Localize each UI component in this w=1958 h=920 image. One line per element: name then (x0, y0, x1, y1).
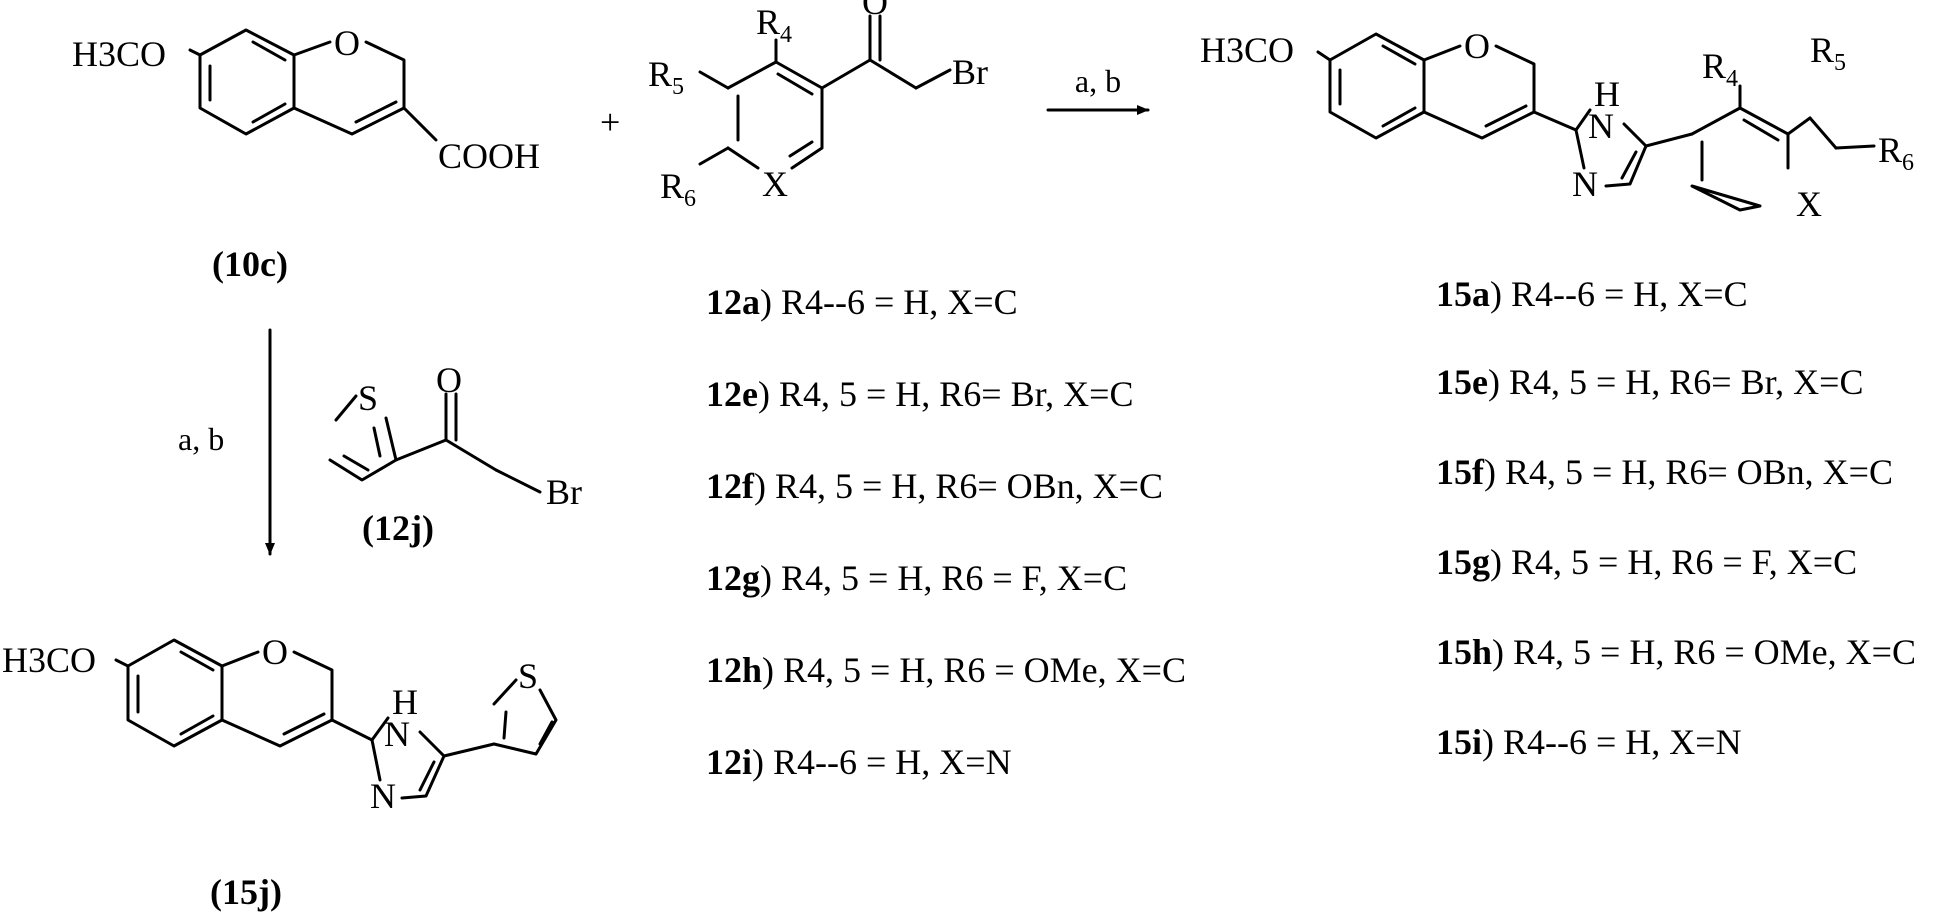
compound-12j-label: (12j) (362, 508, 434, 548)
methoxy-label: H3CO (1200, 30, 1294, 70)
series-12-item: 12h) R4, 5 = H, R6 = OMe, X=C (706, 650, 1186, 690)
imidazole-n-label: N (1572, 164, 1598, 204)
nh-hydrogen-label: H (1594, 74, 1620, 114)
nh-hydrogen-label: H (392, 682, 418, 722)
thiophene-sulfur-label: S (358, 378, 378, 418)
reagent-label-top: a, b (1075, 63, 1121, 99)
series-15-item: 15i) R4--6 = H, X=N (1436, 722, 1742, 762)
ring-oxygen-label: O (334, 23, 360, 63)
r4-label: R4 (1702, 46, 1738, 92)
r5-label: R5 (648, 54, 684, 100)
ring-atom-x-label: X (762, 164, 788, 204)
series-15-item: 15f) R4, 5 = H, R6= OBn, X=C (1436, 452, 1893, 492)
ring-oxygen-label: O (262, 632, 288, 672)
carbonyl-oxygen-label: O (436, 360, 462, 400)
ring-atom-x-label: X (1796, 184, 1822, 224)
methoxy-text: H3CO (2, 640, 96, 680)
series-12-item: 12f) R4, 5 = H, R6= OBn, X=C (706, 466, 1163, 506)
series-12-item: 12g) R4, 5 = H, R6 = F, X=C (706, 558, 1127, 598)
methoxy-label: H3CO (2, 640, 96, 680)
carbonyl-oxygen-label: O (862, 0, 888, 22)
series-12-item: 12a) R4--6 = H, X=C (706, 282, 1018, 322)
compound-12-structure: R4 R5 R6 X O Br (648, 0, 988, 212)
bromine-label: Br (546, 472, 582, 512)
carboxylic-acid-label: COOH (438, 136, 540, 176)
compound-12j-id: 12j (374, 508, 422, 548)
compound-10c-id: 10c (224, 244, 276, 284)
plus-sign: + (600, 102, 620, 142)
series-15-item: 15a) R4--6 = H, X=C (1436, 274, 1748, 314)
series-15-list: 15a) R4--6 = H, X=C 15e) R4, 5 = H, R6= … (1436, 274, 1916, 762)
methoxy-label: H3CO (72, 34, 166, 74)
nh-label: N (384, 714, 410, 754)
r5-label: R5 (1810, 30, 1846, 76)
series-12-list: 12a) R4--6 = H, X=C 12e) R4, 5 = H, R6= … (706, 282, 1186, 782)
compound-15j-id: 15j (222, 872, 270, 912)
r4-label: R4 (756, 2, 792, 48)
compound-12j-structure: S O Br (12j) (328, 360, 582, 548)
series-15-item: 15e) R4, 5 = H, R6= Br, X=C (1436, 362, 1863, 402)
compound-15j-structure: H3CO O N H N S (15j) (2, 632, 558, 912)
nh-label: N (1588, 106, 1614, 146)
r6-label: R6 (1878, 130, 1914, 176)
series-15-item: 15h) R4, 5 = H, R6 = OMe, X=C (1436, 632, 1916, 672)
compound-15j-label: (15j) (210, 872, 282, 912)
ring-oxygen-label: O (1464, 26, 1490, 66)
thiophene-sulfur-label: S (518, 656, 538, 696)
methoxy-text: H3CO (1200, 30, 1294, 70)
methoxy-text: H3CO (72, 34, 166, 74)
compound-10c-structure: H3CO O COOH (10c) (72, 23, 540, 284)
series-15-item: 15g) R4, 5 = H, R6 = F, X=C (1436, 542, 1857, 582)
series-12-item: 12i) R4--6 = H, X=N (706, 742, 1012, 782)
series-12-item: 12e) R4, 5 = H, R6= Br, X=C (706, 374, 1133, 414)
compound-15-structure: H3CO O N H N R4 R5 R6 X (1200, 26, 1914, 224)
bromine-label: Br (952, 52, 988, 92)
r6-label: R6 (660, 166, 696, 212)
imidazole-n-label: N (370, 776, 396, 816)
compound-10c-label: (10c) (212, 244, 288, 284)
reagent-label-down: a, b (178, 421, 224, 457)
